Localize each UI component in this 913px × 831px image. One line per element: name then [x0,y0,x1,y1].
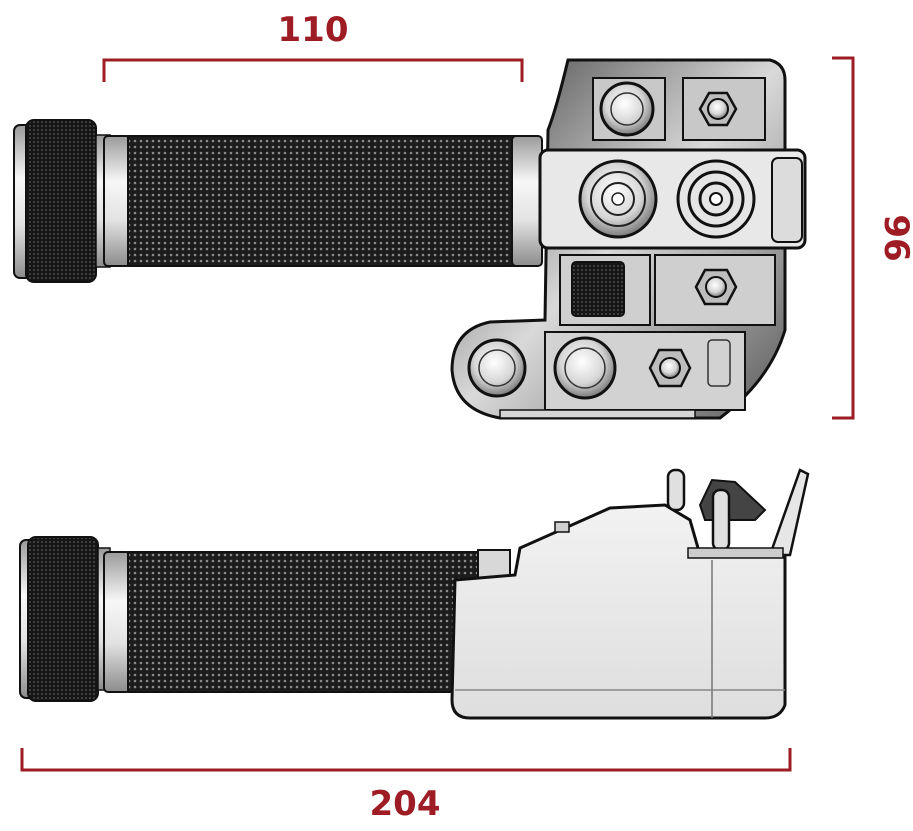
grip-length-label: 110 [278,10,349,50]
dimension-total-height: 96 [832,56,913,420]
end-knob-side [19,536,111,702]
dimension-grip-length: 110 [102,10,524,82]
throttle-housing-side [450,468,810,720]
dimension-total-length: 204 [20,748,792,824]
grip-top [103,135,543,267]
end-knob-top [13,119,111,283]
top-view [13,58,807,420]
total-length-label: 204 [370,784,441,824]
grip-side [103,551,479,693]
total-height-label: 96 [876,214,913,261]
side-view [19,468,810,720]
throttle-housing-top [450,58,807,420]
